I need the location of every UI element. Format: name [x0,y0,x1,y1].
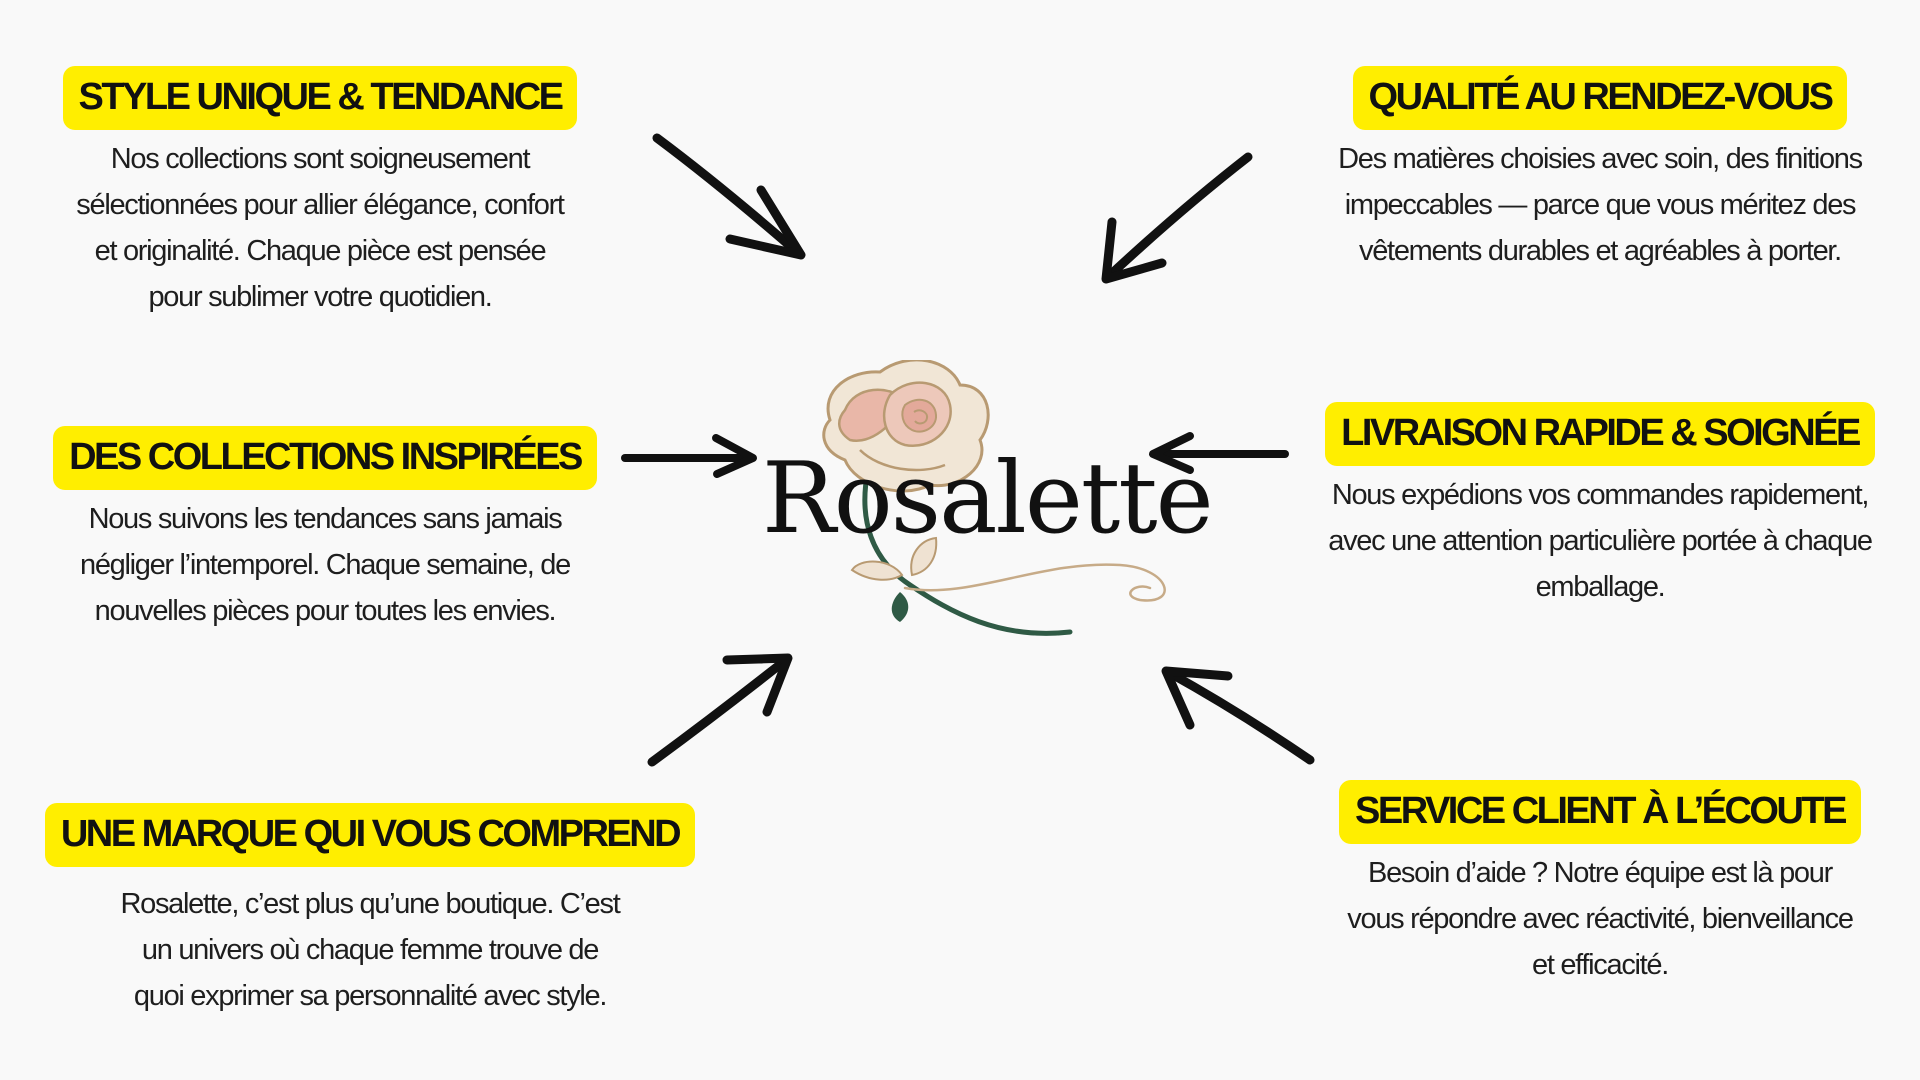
description-line: et originalité. Chaque pièce est pensée [94,235,547,267]
description-line: vêtements durables et agréables à porter… [1359,235,1842,267]
arrow-top-left [652,133,806,260]
description-line: Rosalette, c’est plus qu’une boutique. C… [120,888,621,920]
feature-livraison: LIVRAISON RAPIDE & SOIGNÉE Nous expédion… [1300,402,1900,610]
feature-livraison-description: Nous expédions vos commandes rapidement,… [1300,472,1900,610]
description-line: Besoin d’aide ? Notre équipe est là pour [1368,857,1833,889]
feature-collections: DES COLLECTIONS INSPIRÉES Nous suivons l… [30,426,620,634]
feature-service-description: Besoin d’aide ? Notre équipe est là pour… [1310,850,1890,988]
feature-livraison-title: LIVRAISON RAPIDE & SOIGNÉE [1325,402,1875,466]
arrow-top-right [1101,152,1253,284]
feature-collections-description: Nous suivons les tendances sans jamais n… [30,496,620,634]
feature-marque-description: Rosalette, c’est plus qu’une boutique. C… [20,881,720,1019]
description-line: quoi exprimer sa personnalité avec style… [133,980,607,1012]
feature-qualite-description: Des matières choisies avec soin, des fin… [1310,136,1890,274]
description-line: emballage. [1535,571,1666,603]
feature-qualite-title: QUALITÉ AU RENDEZ-VOUS [1352,66,1848,130]
description-line: impeccables — parce que vous méritez des [1344,189,1857,221]
description-line: Des matières choisies avec soin, des fin… [1338,143,1863,175]
description-line: un univers où chaque femme trouve de [141,934,599,966]
rose-icon [822,360,1166,636]
description-line: Nous expédions vos commandes rapidement, [1331,479,1870,511]
feature-service: SERVICE CLIENT À L’ÉCOUTE Besoin d’aide … [1310,780,1890,988]
arrow-bottom-right [1161,666,1315,765]
feature-collections-title: DES COLLECTIONS INSPIRÉES [53,426,597,490]
description-line: négliger l’intemporel. Chaque semaine, d… [80,549,571,581]
description-line: vous répondre avec réactivité, bienveill… [1347,903,1854,935]
feature-style-title: STYLE UNIQUE & TENDANCE [62,66,578,130]
feature-service-title: SERVICE CLIENT À L’ÉCOUTE [1339,780,1861,844]
arrow-mid-left [621,434,757,478]
description-line: et efficacité. [1531,949,1669,981]
feature-style-description: Nos collections sont soigneusement sélec… [40,136,600,320]
feature-qualite: QUALITÉ AU RENDEZ-VOUS Des matières choi… [1310,66,1890,274]
brand-logo: Rosalette [740,360,1214,650]
brand-name: Rosalette [762,442,1214,556]
description-line: Nous suivons les tendances sans jamais [88,503,563,535]
arrow-mid-right [1149,432,1289,474]
feature-marque: UNE MARQUE QUI VOUS COMPREND Rosalette, … [20,803,720,1019]
arrow-bottom-left [647,653,793,767]
feature-style: STYLE UNIQUE & TENDANCE Nos collections … [40,66,600,320]
description-line: pour sublimer votre quotidien. [148,281,492,313]
feature-marque-title: UNE MARQUE QUI VOUS COMPREND [44,803,696,867]
description-line: Nos collections sont soigneusement [110,143,531,175]
description-line: sélectionnées pour allier élégance, conf… [76,189,565,221]
description-line: nouvelles pièces pour toutes les envies. [94,595,557,627]
description-line: avec une attention particulière portée à… [1328,525,1873,557]
